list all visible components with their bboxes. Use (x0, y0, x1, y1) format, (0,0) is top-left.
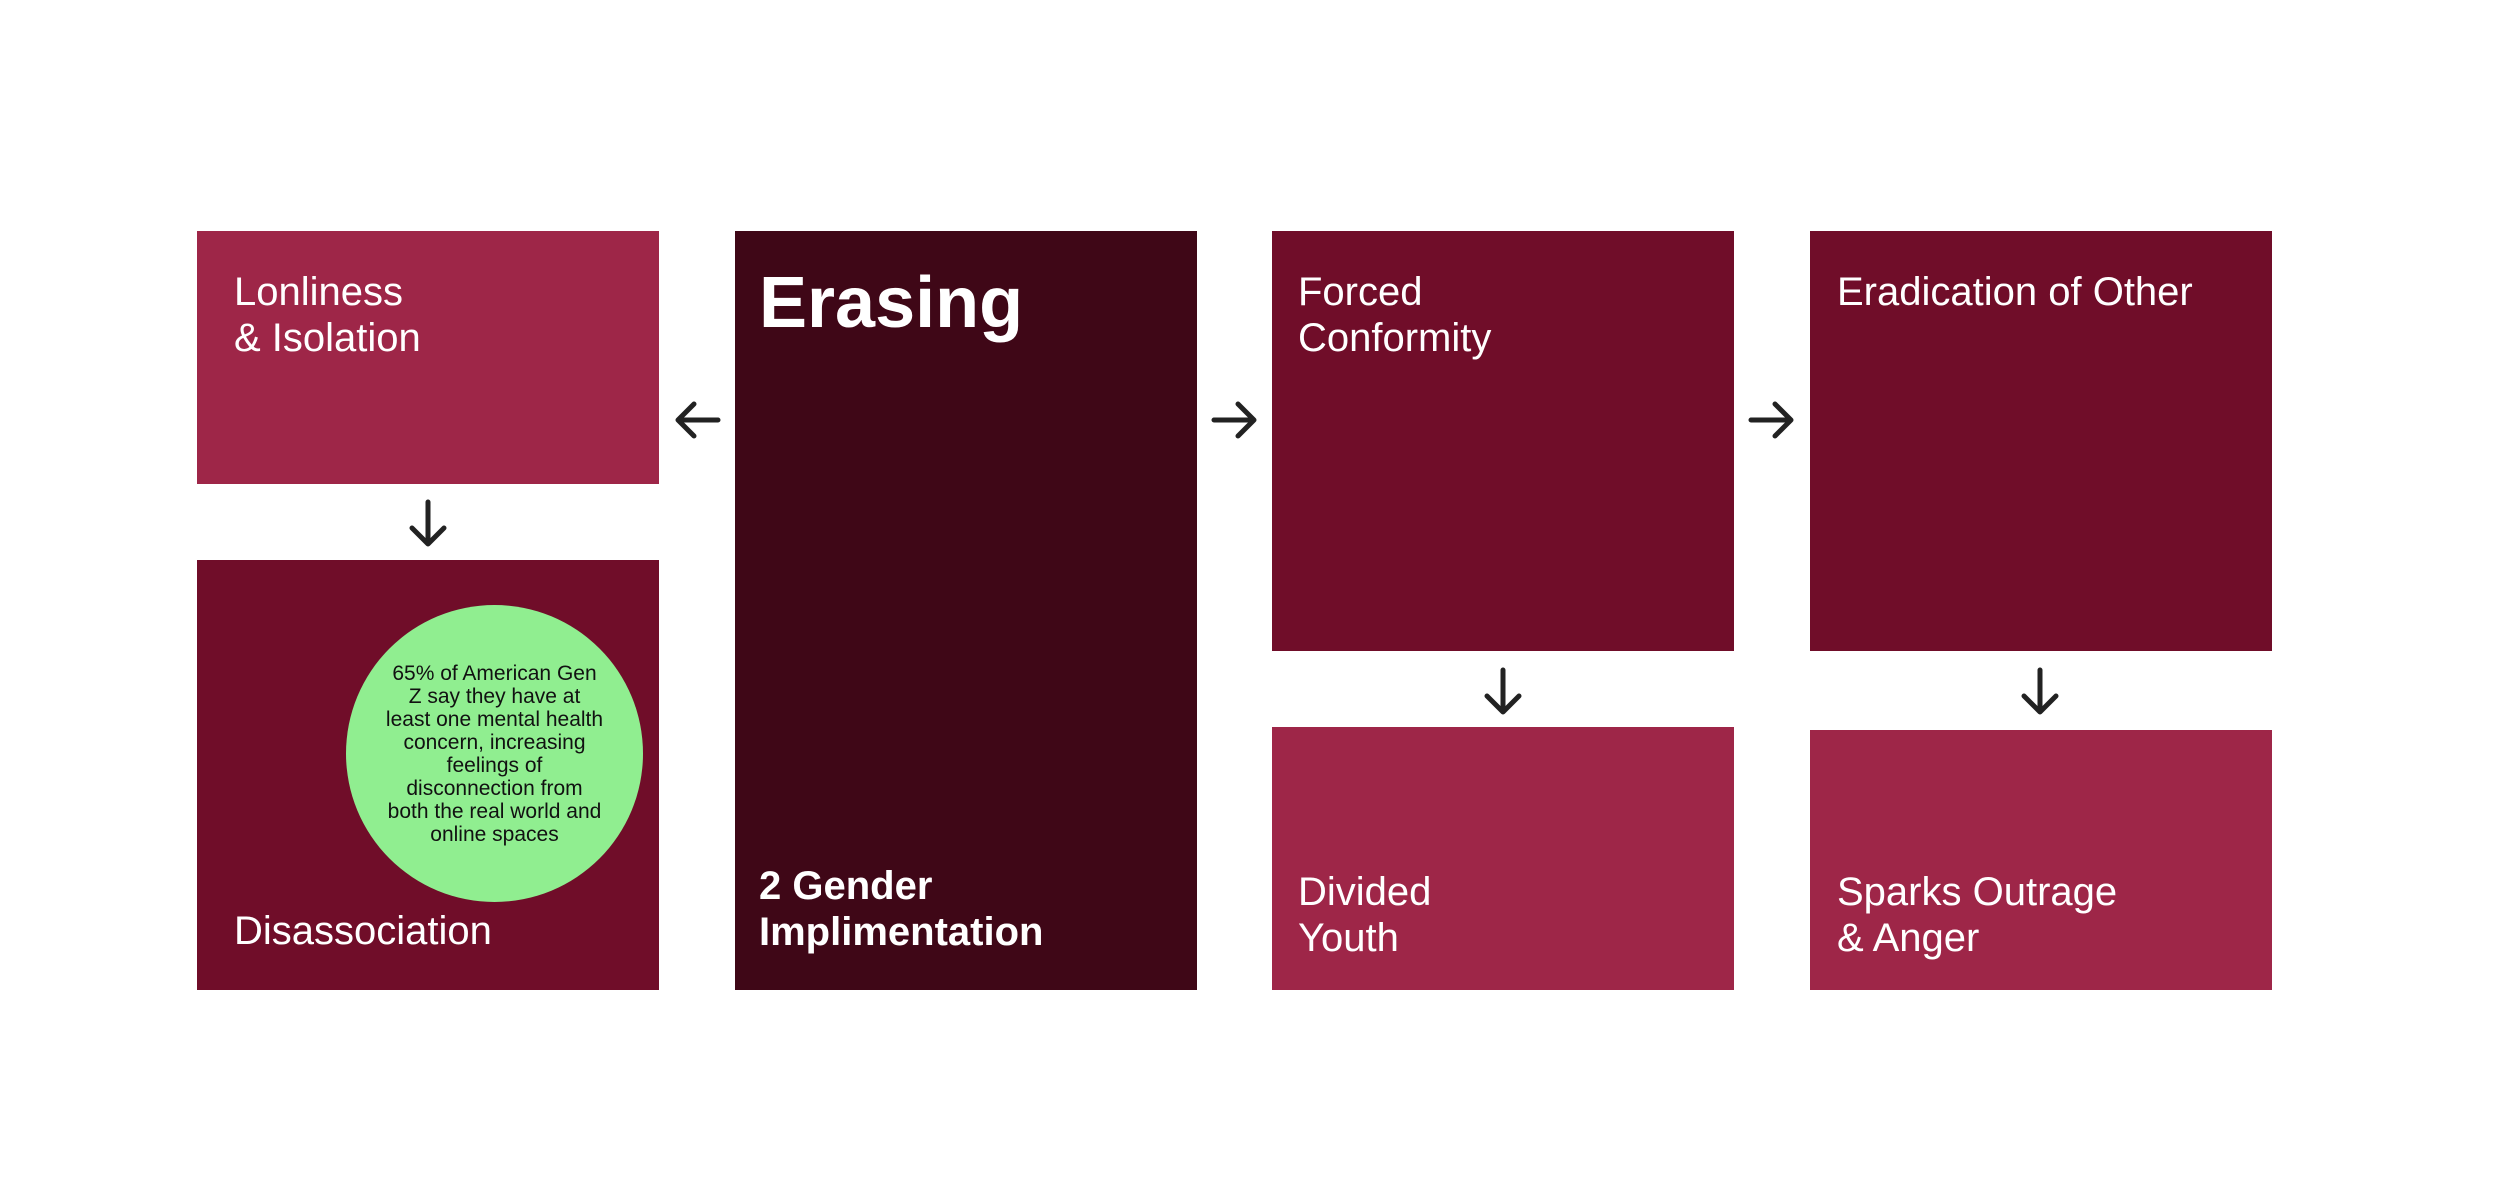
arrow-right-icon (1206, 392, 1262, 448)
divided-youth-box: Divided Youth (1272, 727, 1734, 990)
gender-implementation-label: 2 Gender Implimentation (759, 864, 1044, 954)
disassociation-box: 65% of American Gen Z say they have at l… (197, 560, 659, 990)
eradication-label: Eradication of Other (1837, 270, 2193, 314)
arrow-left-icon (670, 392, 726, 448)
loneliness-isolation-box: Lonliness & Isolation (197, 231, 659, 484)
loneliness-isolation-label: Lonliness & Isolation (234, 270, 421, 360)
erasing-center-box: Erasing 2 Gender Implimentation (735, 231, 1197, 990)
outrage-anger-box: Sparks Outrage & Anger (1810, 730, 2272, 990)
arrow-right-icon (1743, 392, 1799, 448)
divided-youth-label: Divided Youth (1298, 870, 1432, 960)
disassociation-label: Disassociation (234, 909, 492, 953)
arrow-down-icon (400, 496, 456, 552)
statistic-callout-text: 65% of American Gen Z say they have at l… (385, 661, 604, 846)
eradication-box: Eradication of Other (1810, 231, 2272, 651)
erasing-title: Erasing (759, 263, 1024, 343)
outrage-anger-label: Sparks Outrage & Anger (1837, 870, 2118, 960)
forced-conformity-box: Forced Conformity (1272, 231, 1734, 651)
arrow-down-icon (2012, 664, 2068, 720)
statistic-callout-circle: 65% of American Gen Z say they have at l… (346, 605, 643, 902)
forced-conformity-label: Forced Conformity (1298, 270, 1492, 360)
arrow-down-icon (1475, 664, 1531, 720)
